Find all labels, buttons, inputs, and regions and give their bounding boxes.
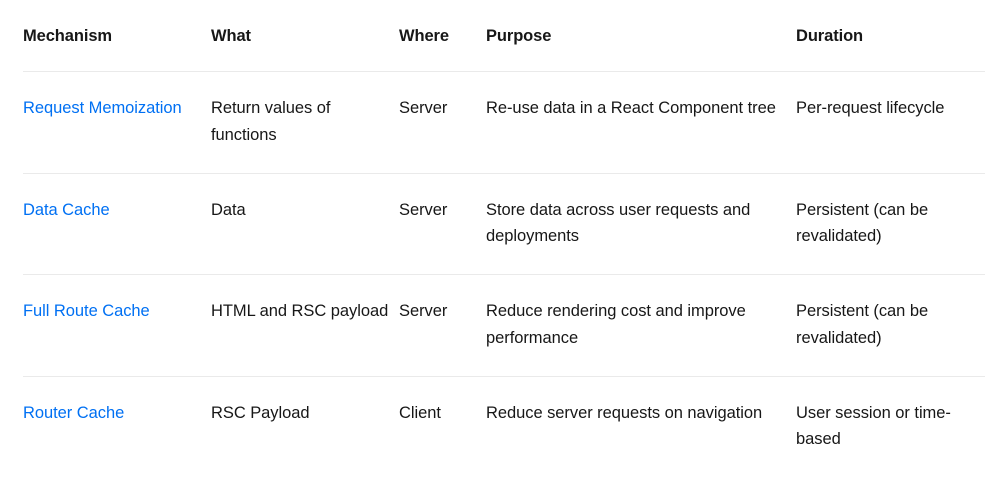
- table-header-row: Mechanism What Where Purpose Duration: [23, 0, 985, 73]
- cell-what: Data: [211, 173, 399, 276]
- table-row: Request Memoization Return values of fun…: [23, 71, 985, 174]
- column-header-purpose: Purpose: [486, 0, 796, 73]
- mechanism-link[interactable]: Router Cache: [23, 403, 125, 422]
- cell-where: Server: [399, 71, 486, 174]
- column-header-mechanism: Mechanism: [23, 0, 211, 73]
- mechanism-link[interactable]: Request Memoization: [23, 99, 182, 118]
- cell-mechanism: Router Cache: [23, 376, 211, 477]
- cell-duration: Persistent (can be revalidated): [796, 274, 985, 377]
- mechanism-link[interactable]: Data Cache: [23, 200, 110, 219]
- cell-mechanism: Full Route Cache: [23, 274, 211, 377]
- cell-where: Server: [399, 274, 486, 377]
- cell-where: Server: [399, 173, 486, 276]
- cell-purpose: Re-use data in a React Component tree: [486, 71, 796, 174]
- cell-purpose: Reduce server requests on navigation: [486, 403, 763, 422]
- cell-duration: Persistent (can be revalidated): [796, 173, 985, 276]
- column-header-where: Where: [399, 0, 486, 73]
- column-header-what: What: [211, 0, 399, 73]
- cell-where: Client: [399, 403, 441, 422]
- cell-mechanism: Data Cache: [23, 173, 211, 276]
- table-row: Full Route Cache HTML and RSC payload Se…: [23, 274, 985, 377]
- table-row: Data Cache Data Server Store data across…: [23, 173, 985, 276]
- table-body: Request Memoization Return values of fun…: [23, 71, 985, 477]
- cell-mechanism: Request Memoization: [23, 71, 211, 174]
- table-row: Router Cache RSC Payload Client Reduce s…: [23, 376, 985, 477]
- column-header-duration: Duration: [796, 0, 985, 73]
- mechanism-link[interactable]: Full Route Cache: [23, 302, 150, 321]
- cell-duration: Per-request lifecycle: [796, 71, 985, 174]
- cell-duration: User session or time-based: [796, 403, 951, 449]
- cell-purpose: Reduce rendering cost and improve perfor…: [486, 274, 796, 377]
- cell-what: Return values of functions: [211, 71, 399, 174]
- cell-what: HTML and RSC payload: [211, 274, 399, 377]
- cell-what: RSC Payload: [211, 403, 310, 422]
- cell-purpose: Store data across user requests and depl…: [486, 173, 796, 276]
- table-header: Mechanism What Where Purpose Duration: [23, 0, 985, 73]
- cache-comparison-table: Mechanism What Where Purpose Duration Re…: [23, 0, 985, 477]
